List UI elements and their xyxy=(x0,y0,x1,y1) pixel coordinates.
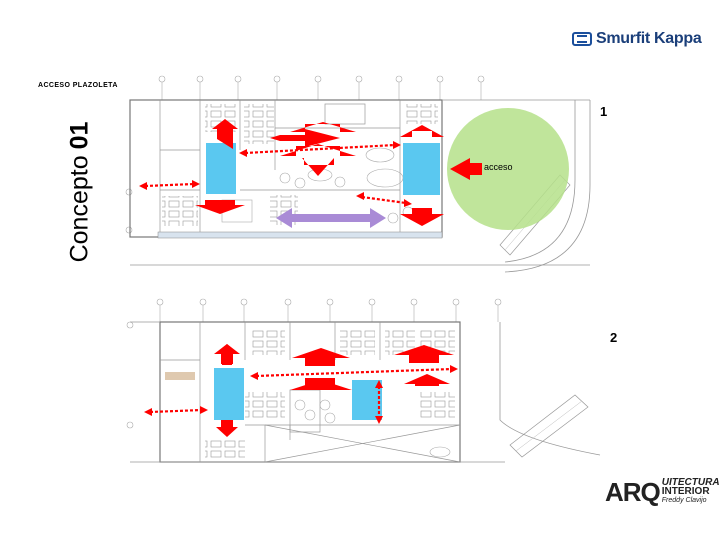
plan-1-zone-right xyxy=(403,143,440,195)
plan-1-purple-arrow xyxy=(276,208,386,228)
plan-2-circulation-arrows xyxy=(214,344,454,437)
plan-1-label: 1 xyxy=(600,104,608,119)
brand-name: Smurfit Kappa xyxy=(596,30,702,47)
footer-logo-line2: INTERIOR xyxy=(661,486,710,497)
footer-logo: ARQ UITECTURA INTERIOR Freddy Clavijo xyxy=(605,477,720,507)
footer-logo-line1: UITECTURA xyxy=(661,477,720,488)
brand-logo: Smurfit Kappa xyxy=(572,26,702,52)
plan-2-label: 2 xyxy=(610,330,618,345)
brand-mark-icon xyxy=(572,32,592,46)
plan-1-dotted-paths xyxy=(144,143,407,205)
plan-2 xyxy=(126,298,601,463)
plan-2-zone-left xyxy=(214,368,244,420)
plan-2-dotted-paths xyxy=(149,367,453,418)
plan-2-grid-axes xyxy=(126,298,502,429)
section-label: ACCESO PLAZOLETA xyxy=(38,82,118,89)
plan-1-zone-left xyxy=(206,143,236,194)
plan-1-access-label: acceso xyxy=(484,162,513,172)
footer-logo-author: Freddy Clavijo xyxy=(661,497,707,504)
footer-logo-text: UITECTURA INTERIOR Freddy Clavijo xyxy=(662,478,720,505)
plan-1-grid-axes xyxy=(125,75,485,234)
plan-1: acceso xyxy=(125,75,591,273)
footer-logo-mark: ARQ xyxy=(605,477,661,507)
plan-1-access-zone xyxy=(447,108,569,230)
